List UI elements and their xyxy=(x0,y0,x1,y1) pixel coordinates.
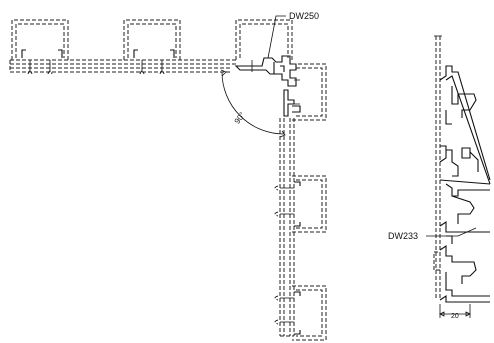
angle-label: 90° xyxy=(233,110,247,125)
side-box-2 xyxy=(274,175,327,233)
corner-assembly: DW250 90° xyxy=(9,11,327,341)
dimension-label: 20 xyxy=(451,313,459,320)
side-box-1 xyxy=(292,63,327,121)
dw250-leader xyxy=(267,15,286,59)
angle-arc xyxy=(221,71,285,135)
side-box-3 xyxy=(274,285,327,341)
dw233-leader xyxy=(426,227,477,237)
top-box-2 xyxy=(123,19,181,75)
vertical-trunking-run xyxy=(279,118,295,337)
dimension-20: 20 xyxy=(439,304,471,320)
horizontal-trunking-run xyxy=(9,59,238,73)
top-box-1 xyxy=(11,19,69,75)
lower-profile xyxy=(433,244,490,303)
section-view: DW233 20 xyxy=(388,35,491,320)
top-box-3 xyxy=(235,19,293,72)
middle-profile xyxy=(439,179,491,244)
upper-profile xyxy=(439,65,491,185)
dw250-label: DW250 xyxy=(289,11,319,21)
wall-line xyxy=(434,35,442,300)
corner-connector xyxy=(234,55,301,117)
dw233-label: DW233 xyxy=(388,231,418,241)
